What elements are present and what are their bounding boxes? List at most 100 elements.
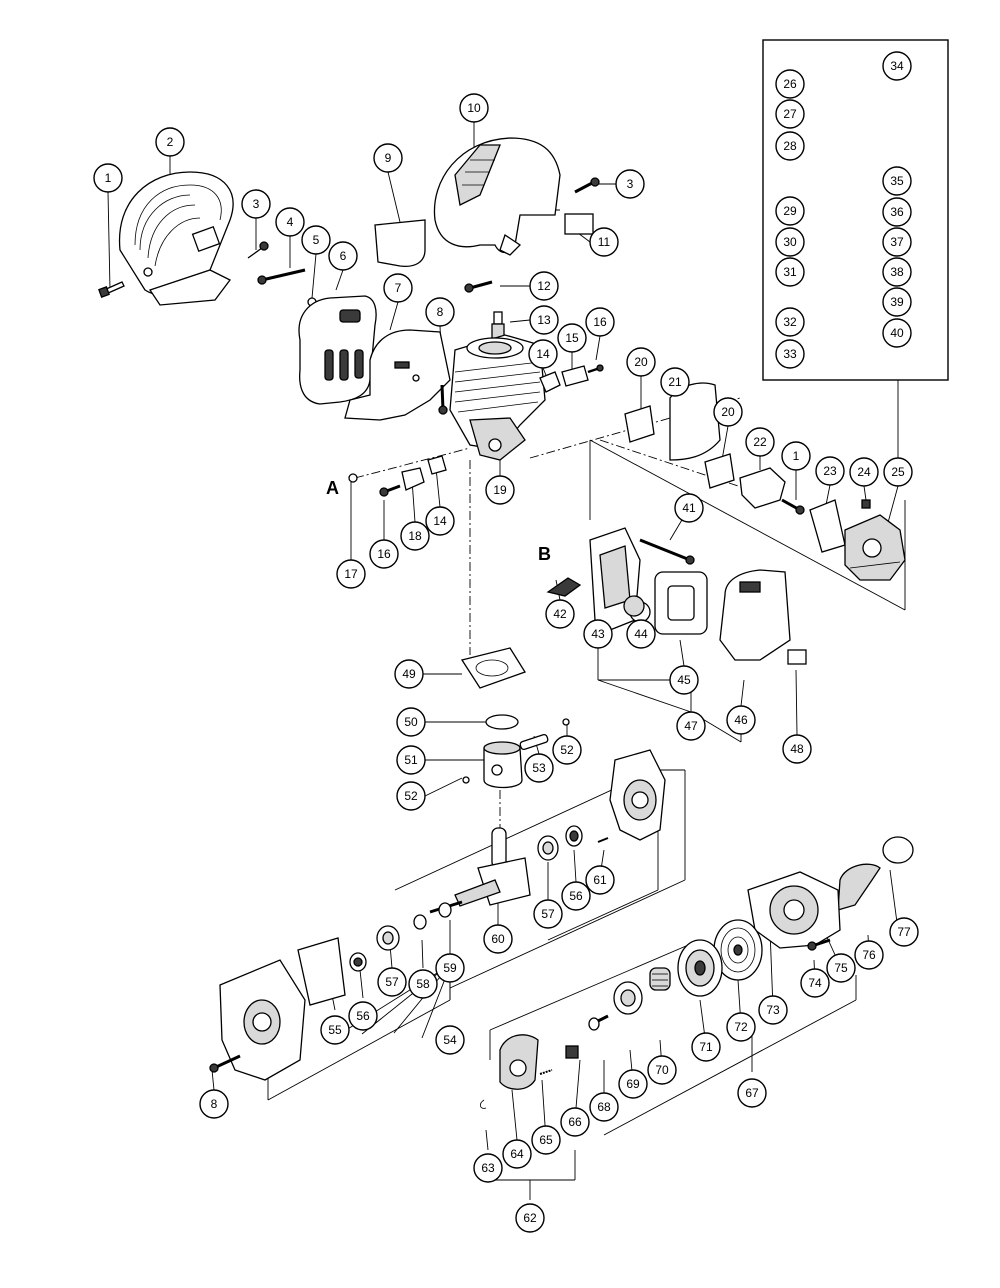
svg-text:5: 5 — [313, 233, 320, 247]
svg-text:77: 77 — [897, 925, 911, 939]
callout-33: 33 — [775, 339, 805, 369]
callout-62: 62 — [515, 1203, 545, 1233]
callout-47: 47 — [676, 711, 706, 741]
callout-37: 37 — [882, 227, 912, 257]
callout-71: 71 — [691, 1032, 721, 1062]
svg-text:22: 22 — [753, 435, 767, 449]
piston-pin-53-part — [519, 733, 549, 751]
svg-text:20: 20 — [634, 355, 648, 369]
callout-66: 66 — [560, 1107, 590, 1137]
svg-text:51: 51 — [404, 753, 418, 767]
pulley-part — [677, 939, 723, 997]
svg-text:13: 13 — [537, 313, 551, 327]
svg-text:46: 46 — [734, 713, 748, 727]
bearing-57b-part — [376, 925, 400, 951]
screw-12-part — [464, 280, 493, 293]
callout-48: 48 — [782, 734, 812, 764]
svg-text:73: 73 — [766, 1003, 780, 1017]
svg-text:3: 3 — [627, 177, 634, 191]
svg-text:52: 52 — [560, 743, 574, 757]
svg-text:47: 47 — [684, 719, 698, 733]
svg-text:34: 34 — [890, 59, 904, 73]
svg-text:23: 23 — [823, 464, 837, 478]
svg-text:24: 24 — [857, 465, 871, 479]
bolt-8a-part — [438, 384, 448, 415]
callout-36: 36 — [882, 197, 912, 227]
callout-63: 63 — [473, 1153, 503, 1183]
cylinder-part — [449, 334, 546, 461]
svg-text:67: 67 — [745, 1086, 759, 1100]
pin-61-part — [597, 837, 609, 843]
screw-3b-part — [574, 177, 600, 194]
svg-text:25: 25 — [891, 465, 905, 479]
svg-text:69: 69 — [626, 1077, 640, 1091]
gasket-20b-part — [704, 453, 735, 489]
callout-3: 3 — [241, 189, 271, 219]
svg-text:71: 71 — [699, 1040, 713, 1054]
svg-text:59: 59 — [443, 961, 457, 975]
callout-26: 26 — [775, 69, 805, 99]
recoil-spring-part — [713, 919, 763, 981]
callout-56: 56 — [348, 1001, 378, 1031]
svg-text:45: 45 — [677, 673, 691, 687]
svg-text:35: 35 — [890, 174, 904, 188]
starter-case-part — [747, 871, 841, 949]
svg-text:17: 17 — [344, 567, 358, 581]
label-11-part — [564, 213, 594, 235]
callout-49: 49 — [394, 659, 424, 689]
bearing-57a-part — [537, 835, 559, 861]
svg-text:14: 14 — [536, 347, 550, 361]
carburetor-inset-box — [762, 39, 949, 470]
svg-text:7: 7 — [395, 281, 402, 295]
bolt-41-part — [639, 538, 695, 565]
callout-29: 29 — [775, 196, 805, 226]
callout-35: 35 — [882, 166, 912, 196]
callout-1: 1 — [781, 441, 811, 471]
washer-59-part — [438, 902, 452, 918]
callout-39: 39 — [882, 287, 912, 317]
svg-text:27: 27 — [783, 107, 797, 121]
cylinder-gasket-49-part — [460, 647, 526, 689]
svg-text:72: 72 — [734, 1020, 748, 1034]
callout-54: 54 — [435, 1025, 465, 1055]
callout-77: 77 — [889, 917, 919, 947]
callout-68: 68 — [589, 1092, 619, 1122]
ignition-bracket-part — [539, 364, 604, 393]
svg-text:65: 65 — [539, 1133, 553, 1147]
washer-58-part — [413, 914, 427, 930]
svg-text:18: 18 — [408, 529, 422, 543]
callout-44: 44 — [626, 619, 656, 649]
callout-14: 14 — [528, 339, 558, 369]
starter-pulley-64-part — [499, 1034, 539, 1090]
callout-19: 19 — [485, 475, 515, 505]
svg-text:63: 63 — [481, 1161, 495, 1175]
svg-text:75: 75 — [834, 961, 848, 975]
svg-text:53: 53 — [532, 761, 546, 775]
callout-1: 1 — [93, 163, 123, 193]
clip-17-part — [348, 473, 358, 483]
callout-30: 30 — [775, 227, 805, 257]
svg-text:60: 60 — [491, 932, 505, 946]
svg-text:74: 74 — [808, 976, 822, 990]
callout-20: 20 — [713, 397, 743, 427]
crankshaft-part — [429, 827, 531, 914]
svg-text:62: 62 — [523, 1211, 537, 1225]
bracket-18-part — [401, 467, 425, 491]
callout-32: 32 — [775, 307, 805, 337]
svg-text:32: 32 — [783, 315, 797, 329]
svg-text:21: 21 — [668, 375, 682, 389]
svg-text:9: 9 — [385, 151, 392, 165]
callout-34: 34 — [882, 51, 912, 81]
callout-64: 64 — [502, 1139, 532, 1169]
callout-11: 11 — [589, 227, 619, 257]
bracket-14b-part — [427, 455, 447, 475]
callout-52: 52 — [552, 735, 582, 765]
svg-text:49: 49 — [402, 667, 416, 681]
svg-text:37: 37 — [890, 235, 904, 249]
callout-9: 9 — [373, 143, 403, 173]
svg-text:57: 57 — [385, 975, 399, 989]
callout-7: 7 — [383, 273, 413, 303]
ratchet-69-part — [613, 981, 643, 1015]
callout-42: 42 — [545, 599, 575, 629]
